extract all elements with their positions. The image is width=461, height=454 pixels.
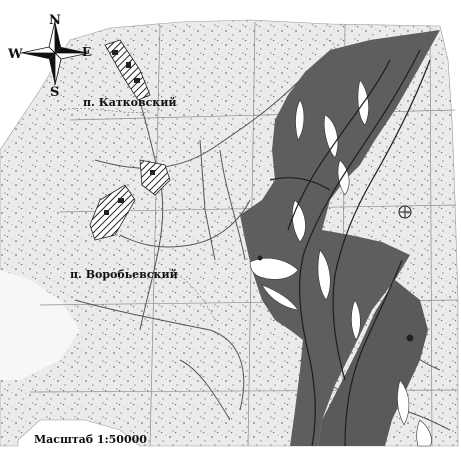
compass-west-label: W (7, 47, 23, 62)
reservoir-lower-lobe (318, 280, 428, 446)
channel-lines (269, 49, 431, 447)
compass-rose-icon (20, 20, 90, 86)
place-label-vorobyevsky: п. Воробьевский (70, 268, 178, 281)
reservoir-water-body (240, 30, 440, 446)
map-symbols (257, 205, 414, 342)
place-label-katkovsky: п. Катковский (83, 96, 177, 109)
compass-east-label: E (82, 45, 91, 59)
scale-label: Масштаб 1:50000 (34, 433, 147, 446)
settlement-katkovsky (104, 39, 151, 101)
compass-north-label: N (49, 13, 61, 28)
settlement-vorobyevsky (89, 159, 171, 241)
compass-south-label: S (50, 85, 59, 100)
sand-bars (249, 79, 432, 447)
